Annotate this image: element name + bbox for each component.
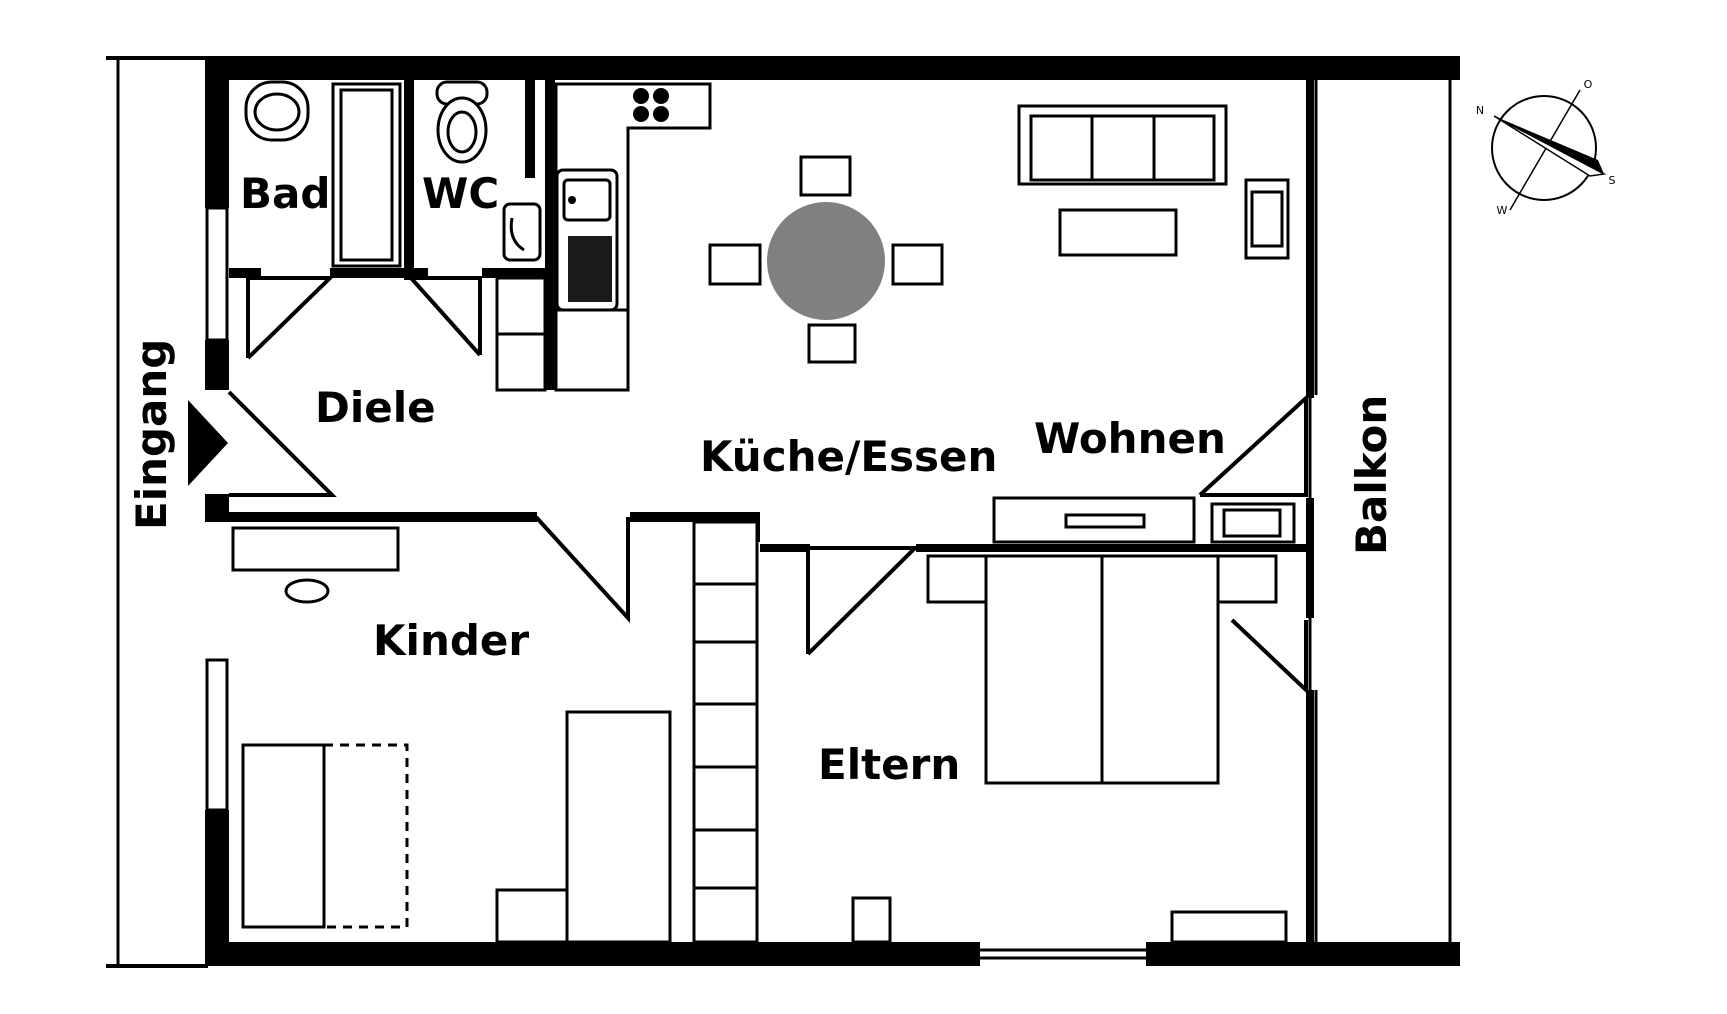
entrance-arrow-icon — [188, 400, 228, 486]
tv-sideboard — [992, 496, 1296, 544]
double-bed — [984, 554, 1220, 785]
sofa — [1017, 104, 1228, 186]
eltern-chair — [851, 896, 892, 944]
interior-walls — [229, 80, 1314, 942]
eltern-dresser — [1170, 910, 1288, 944]
kinder-bed — [241, 743, 409, 929]
compass-s: S — [1609, 174, 1616, 187]
coffee-table — [1058, 208, 1178, 257]
stove-icon — [633, 88, 669, 122]
compass-w: W — [1497, 204, 1508, 217]
room-label-bad: Bad — [240, 169, 330, 218]
outer-walls — [205, 56, 1460, 966]
sink-icon — [502, 202, 542, 262]
room-label-eingang: Eingang — [127, 339, 176, 530]
dining-chairs — [708, 155, 944, 364]
kitchen-sink — [555, 168, 619, 312]
room-label-balkon: Balkon — [1347, 395, 1396, 555]
kinder-chair — [284, 578, 330, 604]
room-label-wc: WC — [422, 169, 499, 218]
room-labels: Bad WC Diele Küche/Essen Wohnen Kinder E… — [127, 169, 1396, 789]
room-label-wohnen: Wohnen — [1034, 414, 1226, 463]
dining-table — [767, 202, 885, 320]
kinder-wardrobe — [495, 710, 672, 944]
windows — [205, 206, 1146, 960]
washbasin-bad — [244, 80, 310, 142]
room-label-diele: Diele — [315, 383, 436, 432]
toilet-icon — [435, 80, 489, 164]
armchair — [1244, 178, 1290, 260]
compass-n: N — [1476, 104, 1484, 117]
compass-rose-icon: N O S W — [1476, 78, 1616, 217]
compass-o: O — [1584, 78, 1593, 91]
door-swings — [227, 276, 1308, 695]
entrance-corridor — [106, 56, 208, 968]
room-label-kueche-essen: Küche/Essen — [700, 432, 997, 481]
room-label-eltern: Eltern — [818, 740, 960, 789]
nightstands — [926, 554, 1278, 604]
kitchen-counter — [495, 82, 712, 392]
kinder-desk — [231, 526, 400, 572]
shelf-units — [692, 520, 759, 944]
bathtub — [331, 82, 402, 268]
room-label-kinder: Kinder — [373, 616, 529, 665]
